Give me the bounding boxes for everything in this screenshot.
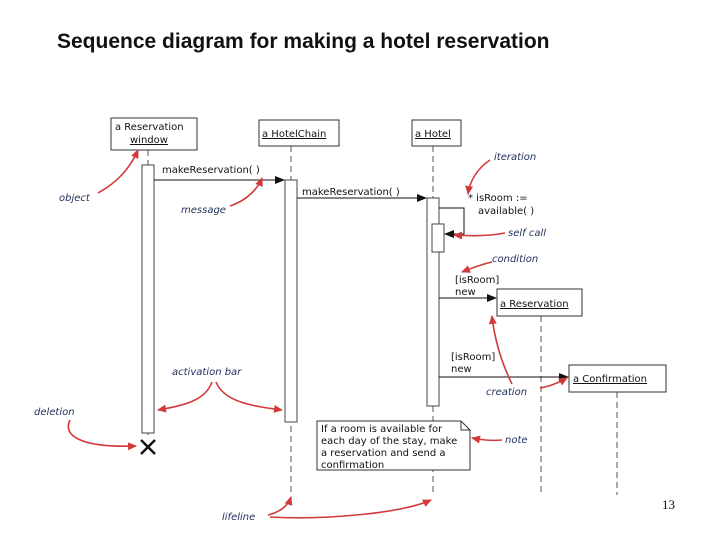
annotation-creation: creation xyxy=(486,387,527,398)
annotation-activation-bar: activation bar xyxy=(172,367,242,378)
note-line-1: If a room is available for xyxy=(321,424,443,435)
participant-reservation-window-line2: window xyxy=(130,135,168,146)
note-line-3: a reservation and send a xyxy=(321,448,446,459)
annotation-object: object xyxy=(59,193,91,204)
activation-bar-self-call xyxy=(431,223,445,253)
activation-bar-reservation-window xyxy=(141,164,155,434)
note-line-4: confirmation xyxy=(321,460,384,471)
participant-reservation-window-line1: a Reservation xyxy=(115,122,184,133)
annotation-arrow-activation-left xyxy=(157,381,213,413)
participant-hotel-label: a Hotel xyxy=(415,129,451,140)
annotation-arrow-message xyxy=(229,177,263,207)
message-label-1: makeReservation( ) xyxy=(162,165,260,176)
note-line-2: each day of the stay, make xyxy=(321,436,457,447)
new-confirmation-label-line2: new xyxy=(451,364,472,375)
annotation-note: note xyxy=(505,435,528,446)
annotation-message: message xyxy=(181,205,226,216)
annotation-condition: condition xyxy=(492,254,538,265)
annotation-deletion: deletion xyxy=(34,407,75,418)
participant-hotel-chain: a HotelChain xyxy=(258,119,340,147)
new-reservation-label-line2: new xyxy=(455,287,476,298)
annotation-arrow-condition xyxy=(461,261,493,273)
annotation-arrow-iteration xyxy=(465,159,491,195)
page-number: 13 xyxy=(662,497,675,512)
participant-reservation-window: a Reservation window xyxy=(110,117,198,151)
participant-hotel: a Hotel xyxy=(411,119,462,147)
annotation-arrow-self-call xyxy=(453,231,506,240)
annotation-arrow-activation-right xyxy=(215,381,283,413)
annotation-arrow-deletion xyxy=(67,419,137,451)
annotation-arrow-lifeline-left xyxy=(267,496,293,516)
annotation-arrow-lifeline-right xyxy=(269,499,432,519)
self-call-label-line1: * isRoom := xyxy=(468,193,528,204)
new-confirmation-label-line1: [isRoom] xyxy=(451,352,495,363)
participant-reservation-label: a Reservation xyxy=(500,299,569,310)
self-call-label-line2: available( ) xyxy=(478,206,534,217)
annotation-self-call: self call xyxy=(508,228,546,239)
deletion-x-icon xyxy=(140,439,156,455)
annotation-arrow-creation xyxy=(488,315,513,385)
note-box: If a room is available for each day of t… xyxy=(316,420,471,471)
participant-confirmation-label: a Confirmation xyxy=(573,374,647,385)
annotation-lifeline: lifeline xyxy=(222,512,255,523)
annotation-arrow-object xyxy=(97,149,139,194)
annotation-iteration: iteration xyxy=(494,152,536,163)
annotation-arrow-creation-2 xyxy=(539,377,568,389)
activation-bar-hotel-chain xyxy=(284,179,298,423)
new-reservation-label-line1: [isRoom] xyxy=(455,275,499,286)
page-title: Sequence diagram for making a hotel rese… xyxy=(57,30,550,53)
participant-hotel-chain-label: a HotelChain xyxy=(262,129,326,140)
participant-reservation: a Reservation xyxy=(496,288,583,317)
message-label-2: makeReservation( ) xyxy=(302,187,400,198)
participant-confirmation: a Confirmation xyxy=(568,364,667,393)
annotation-arrow-note xyxy=(471,435,503,444)
